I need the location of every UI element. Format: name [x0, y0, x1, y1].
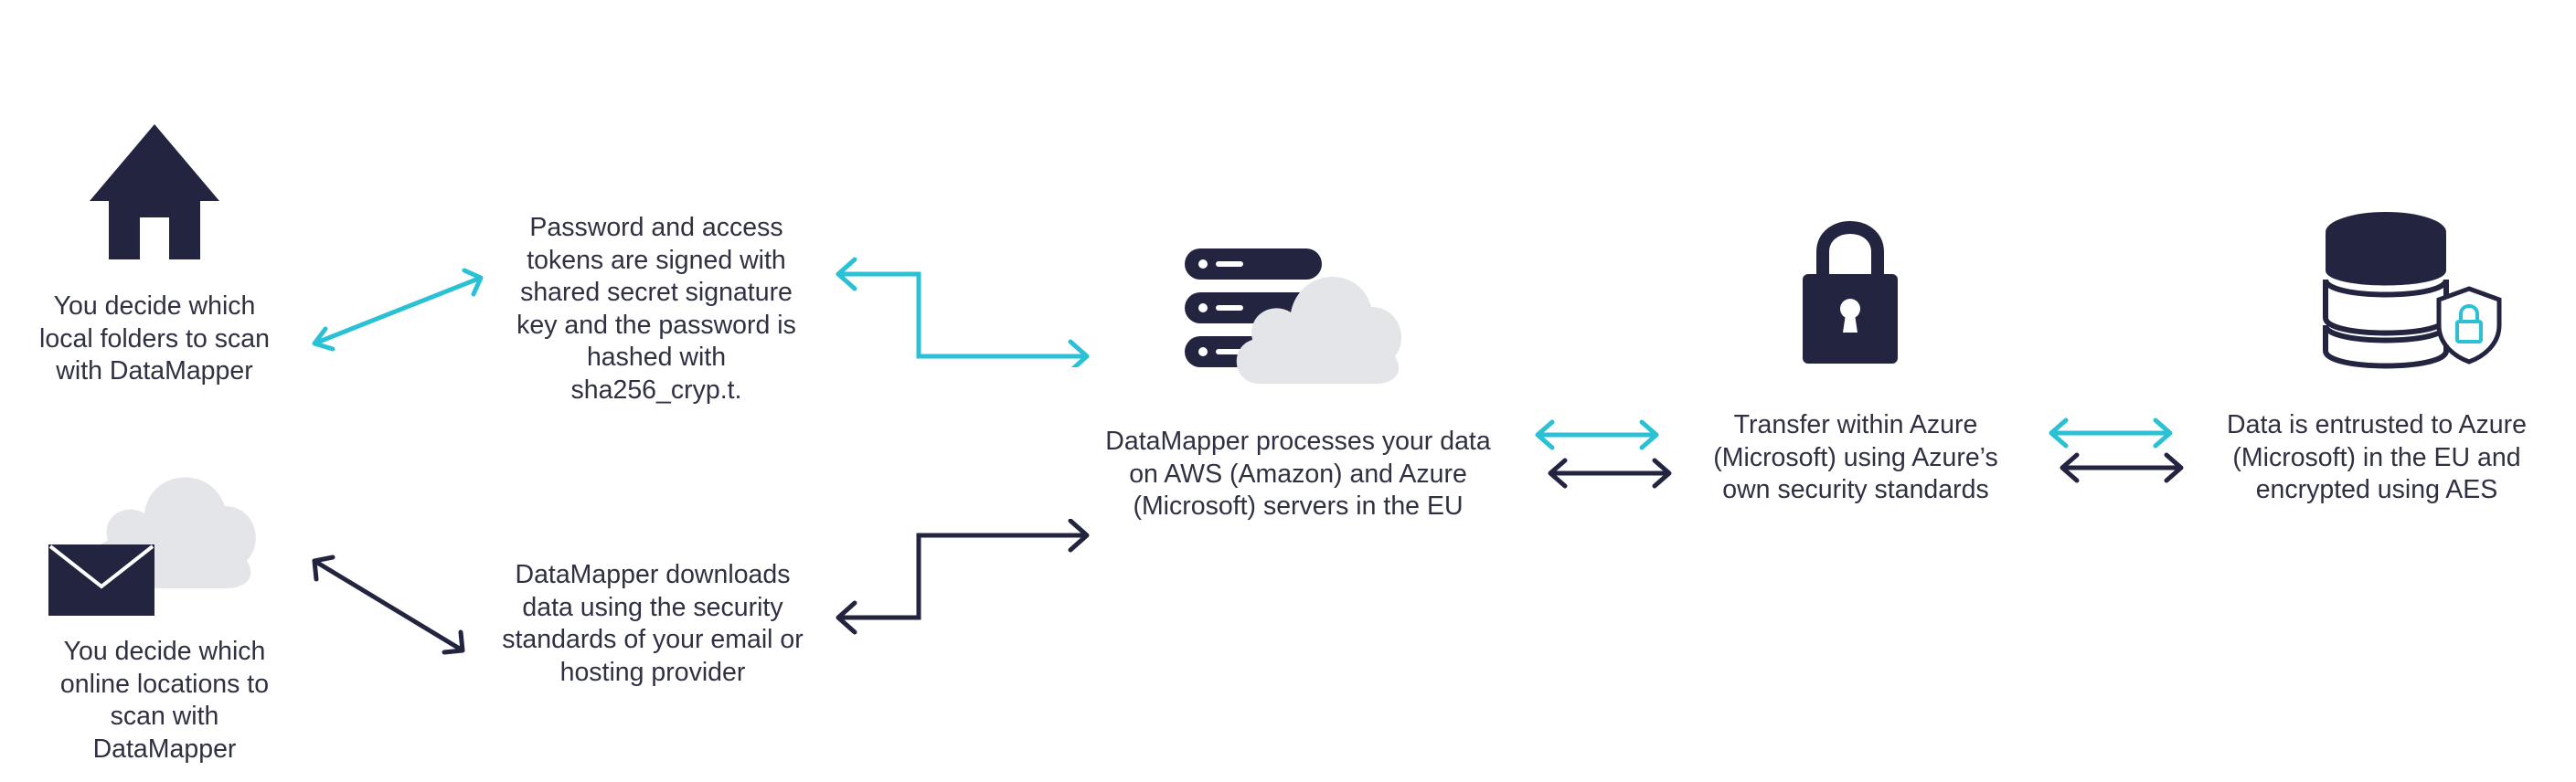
online-locations-label: You decide which online locations to sca…: [59, 637, 270, 764]
database-icon: [2323, 212, 2449, 369]
transfer-storage-arrow-navy: [2060, 452, 2184, 483]
local-folders-label: You decide which local folders to scan w…: [39, 291, 270, 386]
download-to-processing-arrow: [836, 519, 1090, 635]
transfer-label: Transfer within Azure (Microsoft) using …: [1713, 410, 1998, 504]
password-label: Password and access tokens are signed wi…: [516, 213, 796, 405]
online-to-download-arrow: [312, 555, 465, 655]
storage-label: Data is entrusted to Azure (Microsoft) i…: [2227, 410, 2527, 504]
download-label: DataMapper downloads data using the secu…: [502, 560, 804, 687]
transfer-storage-arrow-cyan: [2049, 417, 2173, 449]
local-to-password-arrow: [312, 268, 484, 352]
padlock-icon: [1803, 221, 1898, 364]
password-to-processing-arrow: [836, 257, 1090, 367]
processing-label: DataMapper processes your data on AWS (A…: [1105, 427, 1491, 521]
shield-lock-icon: [2436, 286, 2502, 365]
processing-transfer-arrow-navy: [1548, 458, 1672, 489]
house-icon: [90, 124, 219, 259]
processing-transfer-arrow-cyan: [1535, 419, 1659, 450]
cloud-icon: [1236, 276, 1402, 384]
envelope-icon: [48, 544, 154, 616]
